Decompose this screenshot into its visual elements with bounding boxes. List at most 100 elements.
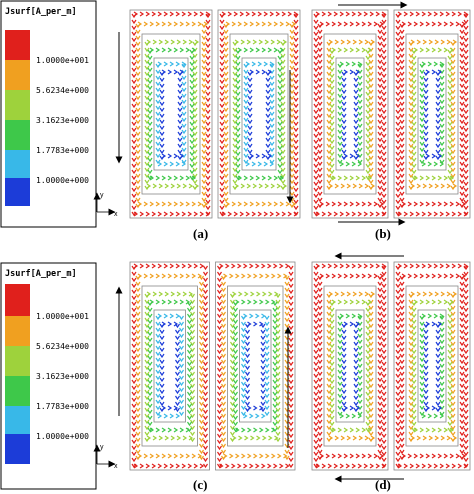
current-vector <box>377 71 383 77</box>
current-vector <box>243 81 249 87</box>
current-vector <box>277 61 283 67</box>
current-vector <box>361 299 367 305</box>
current-vector <box>135 377 141 383</box>
current-vector <box>381 37 387 43</box>
current-vector <box>199 335 204 341</box>
current-vector <box>233 379 238 385</box>
current-vector <box>275 413 281 419</box>
current-vector <box>217 271 222 277</box>
current-vector <box>459 437 465 443</box>
current-vector <box>181 161 187 167</box>
current-vector <box>408 47 414 53</box>
current-vector <box>277 145 283 151</box>
legend-value: 1.7783e+000 <box>36 402 89 411</box>
current-vector <box>197 201 203 207</box>
current-vector <box>289 59 295 65</box>
current-vector <box>355 427 361 433</box>
current-vector <box>334 291 340 297</box>
current-vector <box>317 413 323 419</box>
current-vector <box>377 29 383 35</box>
current-vector <box>403 11 409 17</box>
current-vector <box>377 365 383 371</box>
current-vector <box>450 353 456 359</box>
current-vector <box>427 313 433 319</box>
current-vector <box>235 169 241 175</box>
current-vector <box>341 383 347 389</box>
current-vector <box>337 381 343 387</box>
current-vector <box>403 211 409 217</box>
current-vector <box>217 427 222 433</box>
current-vector <box>176 39 182 45</box>
current-vector <box>271 453 276 459</box>
current-vector <box>221 281 226 287</box>
current-vector <box>329 403 335 409</box>
current-vector <box>147 331 153 337</box>
current-vector <box>173 201 179 207</box>
current-vector <box>329 121 335 127</box>
current-vector <box>269 211 275 217</box>
current-vector <box>131 385 137 391</box>
current-vector <box>277 273 282 279</box>
current-vector <box>223 119 229 125</box>
current-vector <box>238 291 243 297</box>
current-vector <box>450 341 456 347</box>
current-vector <box>263 11 269 17</box>
current-vector <box>381 409 387 415</box>
current-vector <box>241 327 246 333</box>
current-vector <box>155 375 161 381</box>
current-vector <box>203 403 208 409</box>
current-vector <box>223 65 229 71</box>
current-vector <box>411 85 417 91</box>
current-vector <box>131 403 137 409</box>
current-vector <box>326 65 332 71</box>
current-vector <box>459 83 465 89</box>
current-vector <box>313 397 319 403</box>
current-vector <box>408 65 414 71</box>
current-vector <box>459 155 465 161</box>
current-vector <box>187 319 192 325</box>
current-vector <box>329 367 335 373</box>
current-vector <box>408 311 414 317</box>
current-vector <box>131 157 137 163</box>
current-vector <box>319 273 325 279</box>
current-vector <box>419 87 425 93</box>
current-vector <box>450 95 456 101</box>
current-vector <box>337 201 343 207</box>
current-vector <box>272 355 278 361</box>
current-vector <box>135 35 141 41</box>
current-vector <box>284 311 290 317</box>
current-vector <box>433 313 439 319</box>
current-vector <box>331 299 337 305</box>
current-vector <box>365 373 371 379</box>
current-vector <box>203 463 208 469</box>
current-vector <box>349 273 355 279</box>
current-vector <box>279 201 285 207</box>
current-vector <box>421 463 427 469</box>
current-vector <box>181 135 187 141</box>
current-vector <box>395 103 401 109</box>
current-vector <box>423 107 429 113</box>
current-vector <box>399 197 405 203</box>
current-vector <box>243 93 249 99</box>
current-vector <box>199 311 204 317</box>
current-vector <box>313 169 319 175</box>
current-vector <box>459 59 465 65</box>
current-vector <box>175 359 180 365</box>
current-vector <box>463 289 469 295</box>
current-vector <box>463 397 469 403</box>
current-vector <box>416 291 422 297</box>
current-vector <box>413 201 419 207</box>
current-vector <box>155 129 161 135</box>
current-vector <box>205 151 211 157</box>
current-vector <box>337 147 343 153</box>
current-vector <box>381 157 387 163</box>
current-vector <box>173 427 179 433</box>
current-vector <box>397 11 403 17</box>
current-vector <box>317 389 323 395</box>
current-vector <box>238 435 243 441</box>
current-vector <box>377 305 383 311</box>
current-vector <box>381 73 387 79</box>
current-vector <box>365 55 371 61</box>
current-vector <box>147 151 153 157</box>
current-vector <box>463 331 469 337</box>
